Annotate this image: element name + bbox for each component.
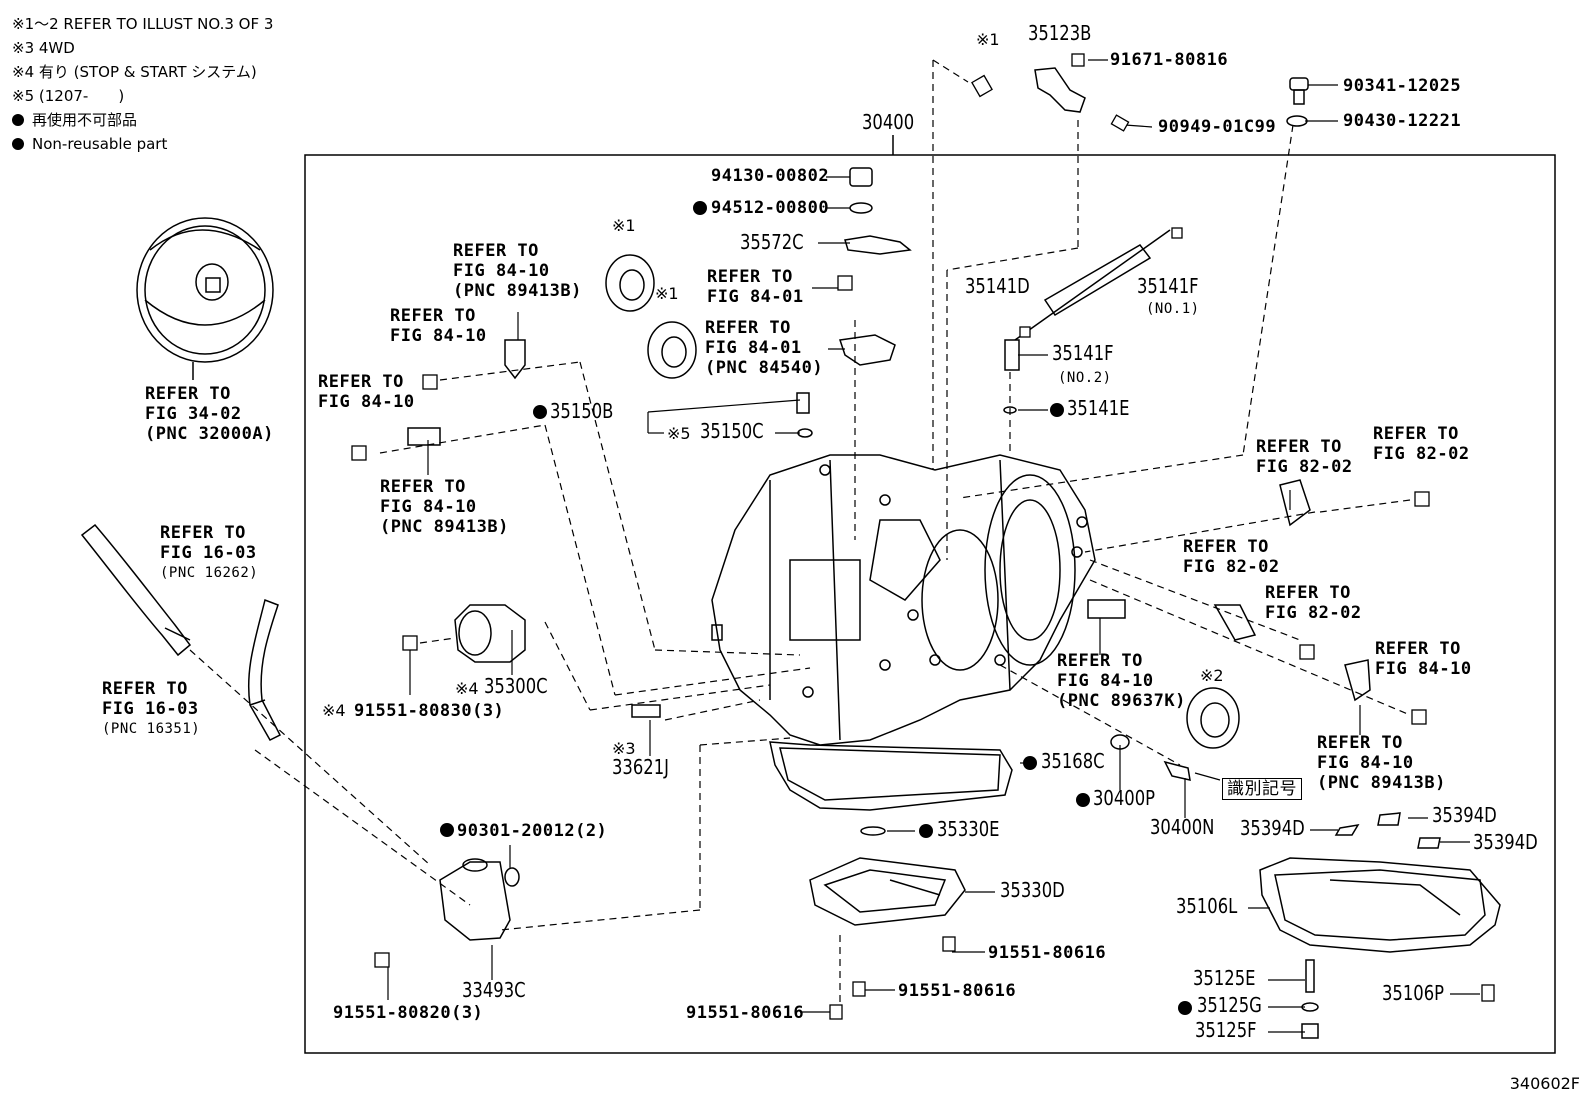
mark-1-c: ※1 [655,284,679,303]
part-91551-80830: 91551-80830(3) [354,701,505,721]
part-35106p: 35106P [1382,981,1445,1005]
legend: ※1～2 REFER TO ILLUST NO.3 OF 3 ※3 4WD ※4… [12,12,273,156]
cooler-33493c-drawing [439,858,520,941]
oil-seal-drawings [605,254,1240,749]
part-35330d: 35330D [1000,878,1065,902]
part-35141f-no1-note: (NO.1) [1146,301,1200,317]
oil-strainer-drawing [809,857,966,926]
part-35330e: 35330E [937,817,1000,841]
mark-1-b: ※1 [612,216,636,235]
transmission-housing-drawing [711,454,1096,746]
legend-non-reusable-en: Non-reusable part [12,132,273,156]
legend-note-2: ※3 4WD [12,39,75,57]
part-94512-00800: 94512-00800 [711,198,830,218]
part-35572c: 35572C [740,230,804,254]
diagram-code: 340602F [1509,1074,1580,1093]
part-91551-80820: 91551-80820(3) [333,1003,484,1023]
bolt-icons [351,53,1495,1020]
plug-90341-drawing [1286,77,1309,127]
part-35300c-mark: ※4 [455,679,479,698]
solid-leaders [387,59,1480,1033]
vent-35150b-drawing [796,392,810,414]
non-reusable-markers [440,201,1192,1015]
part-90949-01c99: 90949-01C99 [1158,117,1277,137]
drain-bolt-drawing [1301,959,1319,1039]
part-35141d: 35141D [965,274,1030,298]
mark-2: ※2 [1200,666,1224,685]
bracket-35123b-drawing [1034,67,1086,113]
part-35106l: 35106L [1176,894,1238,918]
non-reusable-dot-icon [12,138,24,150]
part-35394d-c: 35394D [1473,830,1538,854]
part-35168c: 35168C [1041,749,1105,773]
part-35150b: 35150B [550,399,614,423]
cable-35141d-drawing [1004,229,1171,371]
legend-note-1: ※1～2 REFER TO ILLUST NO.3 OF 3 [12,15,274,33]
hose-drawings [80,523,282,741]
legend-non-reusable-jp: 再使用不可部品 [12,108,273,132]
mark-1-a: ※1 [976,30,1000,49]
plate-33621j-drawing [631,704,661,718]
part-35150c: 35150C [700,419,764,443]
part-35141e: 35141E [1067,396,1130,420]
part-91551-80616-a: 91551-80616 [988,943,1107,963]
non-reusable-dot-icon [12,114,24,126]
oil-pump-35300c-drawing [454,604,526,663]
part-33621j-mark: ※3 [612,739,636,758]
speed-sensor-drawings [407,339,1371,702]
switch-drawing [839,334,896,366]
id-mark-tag: 識別記号 [1222,778,1302,800]
part-90341-12025: 90341-12025 [1343,76,1462,96]
dashed-leaders [189,59,1411,1005]
part-35141f-no2: 35141F [1052,341,1114,365]
part-35123b: 35123B [1028,21,1092,45]
part-91671-80816: 91671-80816 [1110,50,1229,70]
plate-35572c-drawing [844,235,912,255]
part-90301-20012: 90301-20012(2) [457,821,608,841]
part-35150c-mark: ※5 [667,424,691,443]
part-90430-12221: 90430-12221 [1343,111,1462,131]
part-33493c: 33493C [462,978,526,1002]
nut-94130-drawing [849,167,873,214]
part-35125e: 35125E [1193,966,1256,990]
part-35300c: 35300C [484,674,548,698]
oil-pan-drawing [1259,857,1501,953]
part-35394d-b: 35394D [1432,803,1497,827]
part-94130-00802: 94130-00802 [711,166,830,186]
part-91551-80616-c: 91551-80616 [686,1003,805,1023]
part-35394d-a: 35394D [1240,816,1305,840]
part-35125g: 35125G [1197,993,1262,1017]
part-91551-80830-mark: ※4 [322,701,346,720]
assembly-frame [304,154,1556,1054]
part-91551-80616-b: 91551-80616 [898,981,1017,1001]
part-35125f: 35125F [1195,1018,1257,1042]
torque-converter-drawing [136,217,274,380]
part-30400: 30400 [862,110,915,134]
pan-gasket-drawing [769,741,1013,811]
part-30400p: 30400P [1093,786,1156,810]
part-33621j: 33621J [612,755,670,779]
part-30400n: 30400N [1150,815,1215,839]
part-35141f-no1: 35141F [1137,274,1199,298]
legend-note-3: ※4 有り (STOP & START システム) [12,63,257,81]
legend-note-4: ※5 (1207- ) [12,87,125,105]
part-35141f-no2-note: (NO.2) [1058,370,1112,386]
